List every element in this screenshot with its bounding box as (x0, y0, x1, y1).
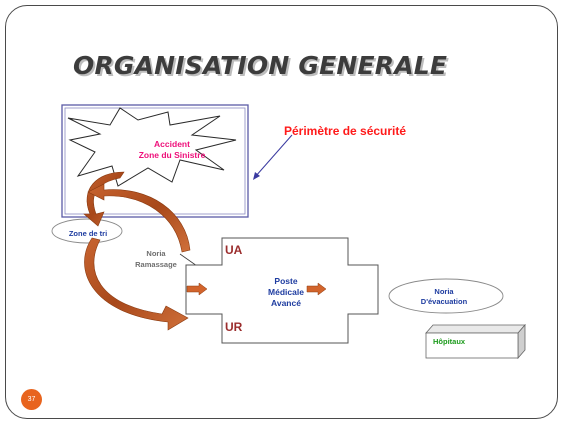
noria-evacuation-label: Noria D'évacuation (389, 287, 499, 307)
pma-building (185, 237, 379, 344)
hopitaux-label: Hôpitaux (433, 337, 466, 346)
arrow-tri-to-pma (84, 237, 189, 331)
entry-arrow (186, 282, 208, 296)
noria-evacuation-line2: D'évacuation (420, 297, 468, 306)
noria-evacuation-ellipse (388, 278, 504, 314)
accident-label-line2: Zone du Sinistre (138, 150, 206, 160)
noria-ramassage-line2: Ramassage (135, 260, 177, 269)
hopitaux-box-front (425, 332, 519, 359)
ur-label: UR (225, 320, 243, 334)
perimeter-frame-inner (64, 107, 246, 215)
ua-label: UA (225, 243, 243, 257)
arrow-noria-ramassage-loop (87, 183, 191, 253)
perimetre-label: Périmètre de sécurité (284, 124, 407, 138)
accident-starburst (67, 107, 237, 187)
noria-ramassage-line1: Noria (146, 249, 166, 258)
noria-evacuation-line1: Noria (434, 287, 454, 296)
pma-label-line1: Poste (274, 276, 298, 286)
slide-title-shadow: ORGANISATION GENERALE (75, 53, 450, 82)
pma-label: Poste Médicale Avancé (251, 276, 321, 309)
slide-title: ORGANISATION GENERALE (73, 51, 448, 80)
pma-label-line3: Avancé (271, 298, 301, 308)
perimeter-pointer-line (254, 134, 293, 178)
pma-label-line2: Médicale (268, 287, 304, 297)
accident-label-line1: Accident (154, 139, 190, 149)
page-number-badge: 37 (21, 389, 42, 410)
zone-de-tri-label: Zone de tri (68, 229, 108, 238)
hopitaux-box-top (425, 324, 526, 334)
accident-label: Accident Zone du Sinistre (132, 139, 212, 161)
zone-de-tri-ellipse (51, 218, 123, 244)
internal-arrow (306, 282, 327, 296)
perimeter-pointer-head (253, 172, 260, 180)
noria-ramassage-label: Noria Ramassage (126, 248, 186, 270)
